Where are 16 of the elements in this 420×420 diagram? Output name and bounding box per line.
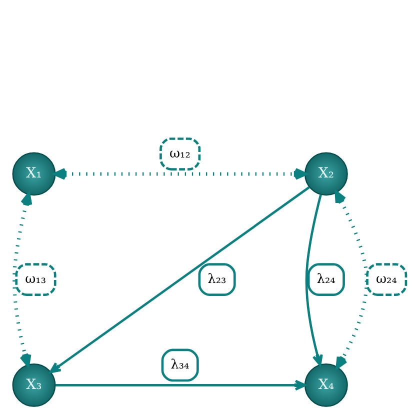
edge-label: ω₁₃ [25,271,46,286]
node-circle: X₂ [304,152,348,196]
node-circle: X₁ [12,152,56,196]
arrow [54,167,307,180]
edge-label: λ₂₄ [316,271,336,286]
arrow [12,192,32,366]
node-circle: X₄ [304,362,348,406]
edge-label: λ₃₄ [170,357,190,372]
node-circle: X₃ [12,362,56,406]
edge-label: ω₁₂ [170,146,190,161]
edge-label: ω₂₄ [376,271,397,286]
edge-label: λ₂₃ [208,271,226,286]
arrow [55,379,306,390]
arrow [334,190,368,368]
arrow [49,186,310,373]
arrow [305,194,323,366]
